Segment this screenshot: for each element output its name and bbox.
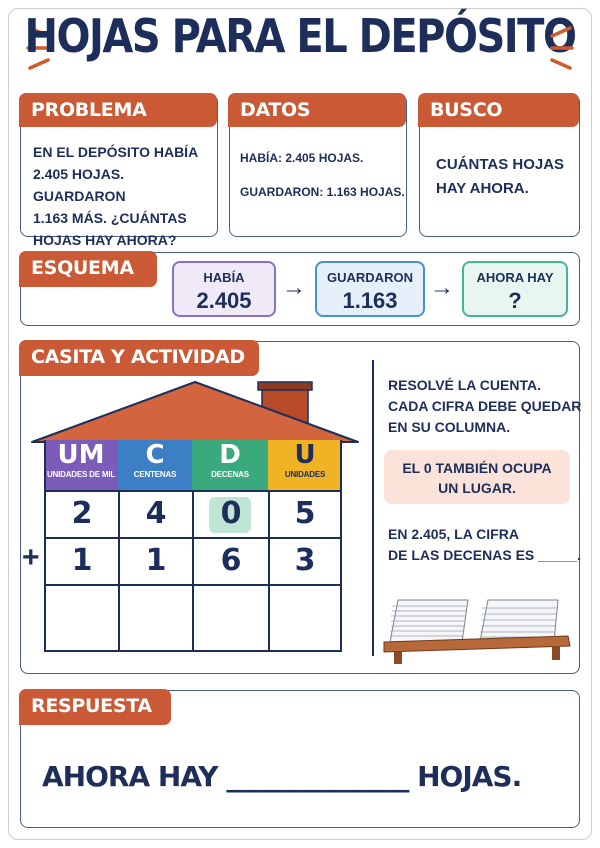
problema-tag: PROBLEMA	[19, 93, 217, 127]
header-c-label: CENTENAS	[133, 470, 177, 479]
decenas-question: EN 2.405, LA CIFRA DE LAS DECENAS ES ___…	[388, 524, 581, 566]
box-label: AHORA HAY	[476, 270, 554, 285]
box-value: 1.163	[342, 288, 398, 313]
header-u-letter: U	[294, 440, 316, 470]
box-label: GUARDARON	[327, 270, 413, 285]
box-value: 2.405	[196, 288, 252, 313]
header-c: C CENTENAS	[118, 440, 192, 490]
answer-start: AHORA HAY	[42, 760, 219, 793]
answer-cell-u[interactable]	[271, 587, 339, 649]
problema-line: 1.163 MÁS. ¿CUÁNTAS	[33, 210, 187, 226]
casita-tag: CASITA Y ACTIVIDAD	[19, 340, 259, 376]
esquema-box-guardaron: GUARDARON 1.163	[315, 261, 425, 317]
grid-line	[268, 490, 270, 652]
box-value: ?	[508, 288, 522, 313]
esquema-tag: ESQUEMA	[19, 251, 157, 287]
arrow-right-icon: →	[282, 274, 306, 301]
digit-cell: 2	[71, 496, 93, 531]
datos-line-2: GUARDARON: 1.163 HOJAS.	[240, 185, 405, 199]
answer-end: HOJAS.	[417, 760, 522, 793]
grid-line	[192, 490, 194, 652]
esquema-box-habia: HABÍA 2.405	[172, 261, 276, 317]
busco-line: CUÁNTAS HOJAS	[436, 156, 565, 173]
answer-cell-d[interactable]	[195, 587, 267, 649]
problema-panel: PROBLEMA EN EL DEPÓSITO HABÍA 2.405 HOJA…	[19, 93, 218, 248]
page-title: HOJAS PARA EL DEPÓSITO	[24, 10, 577, 64]
grid-line	[44, 440, 46, 652]
header-um: UM UNIDADES DE MIL	[44, 440, 118, 490]
right-burst-icon	[550, 26, 574, 70]
header-um-letter: UM	[57, 440, 105, 470]
instruction-line: CADA CIFRA DEBE QUEDAR	[388, 398, 582, 414]
answer-blank[interactable]: ______________	[226, 760, 409, 793]
respuesta-panel: RESPUESTA	[19, 689, 580, 828]
answer-cell-um[interactable]	[47, 587, 117, 649]
datos-tag: DATOS	[228, 93, 406, 127]
box-label: HABÍA	[203, 270, 245, 285]
header-um-label: UNIDADES DE MIL	[46, 470, 116, 479]
activity-divider	[372, 360, 374, 656]
datos-panel: DATOS HABÍA: 2.405 HOJAS. GUARDARON: 1.1…	[228, 93, 407, 237]
instruction-line: EN SU COLUMNA.	[388, 419, 511, 435]
hint-line: EL 0 TAMBIÉN OCUPA	[402, 460, 552, 476]
digit-cell: 4	[145, 496, 167, 531]
hint-line: UN LUGAR.	[438, 480, 516, 496]
arrow-right-icon: →	[430, 274, 454, 301]
header-u: U UNIDADES	[268, 440, 342, 490]
instruction-line: RESOLVÉ LA CUENTA.	[388, 377, 541, 393]
decenas-highlight	[209, 497, 251, 533]
paper-stacks-icon	[383, 599, 571, 664]
answer-cell-c[interactable]	[121, 587, 191, 649]
digit-cell: 5	[294, 496, 316, 531]
problema-line: 2.405 HOJAS. GUARDARON	[33, 166, 126, 204]
header-d-label: DECENAS	[211, 470, 249, 479]
digit-cell: 6	[220, 543, 242, 578]
grid-line	[118, 490, 120, 652]
instructions: RESOLVÉ LA CUENTA. CADA CIFRA DEBE QUEDA…	[388, 375, 581, 438]
datos-line-1: HABÍA: 2.405 HOJAS.	[240, 151, 364, 165]
header-d-letter: D	[219, 440, 241, 470]
plus-sign: +	[22, 541, 40, 574]
problema-text: EN EL DEPÓSITO HABÍA 2.405 HOJAS. GUARDA…	[33, 141, 217, 251]
grid-line	[340, 440, 342, 652]
problema-line: HOJAS HAY AHORA?	[33, 232, 177, 248]
header-u-label: UNIDADES	[284, 470, 326, 479]
busco-line: HAY AHORA.	[436, 180, 529, 197]
answer-sentence: AHORA HAY ______________ HOJAS.	[42, 760, 522, 793]
digit-cell: 0	[220, 496, 242, 531]
house-roof-icon	[31, 381, 359, 443]
digit-cell: 1	[71, 543, 93, 578]
question-line: EN 2.405, LA CIFRA	[388, 526, 519, 542]
problema-line: EN EL DEPÓSITO HABÍA	[33, 144, 199, 160]
header-c-letter: C	[145, 440, 165, 470]
busco-tag: BUSCO	[418, 93, 579, 127]
busco-panel: BUSCO CUÁNTAS HOJAS HAY AHORA.	[418, 93, 580, 237]
digit-cell: 3	[294, 543, 316, 578]
esquema-box-ahora: AHORA HAY ?	[462, 261, 568, 317]
left-burst-icon	[26, 26, 50, 70]
hint-box: EL 0 TAMBIÉN OCUPA UN LUGAR.	[384, 450, 570, 504]
question-line[interactable]: DE LAS DECENAS ES _____.	[388, 547, 581, 563]
respuesta-tag: RESPUESTA	[19, 689, 171, 725]
digit-cell: 1	[145, 543, 167, 578]
busco-text: CUÁNTAS HOJAS HAY AHORA.	[436, 153, 564, 201]
header-d: D DECENAS	[192, 440, 268, 490]
